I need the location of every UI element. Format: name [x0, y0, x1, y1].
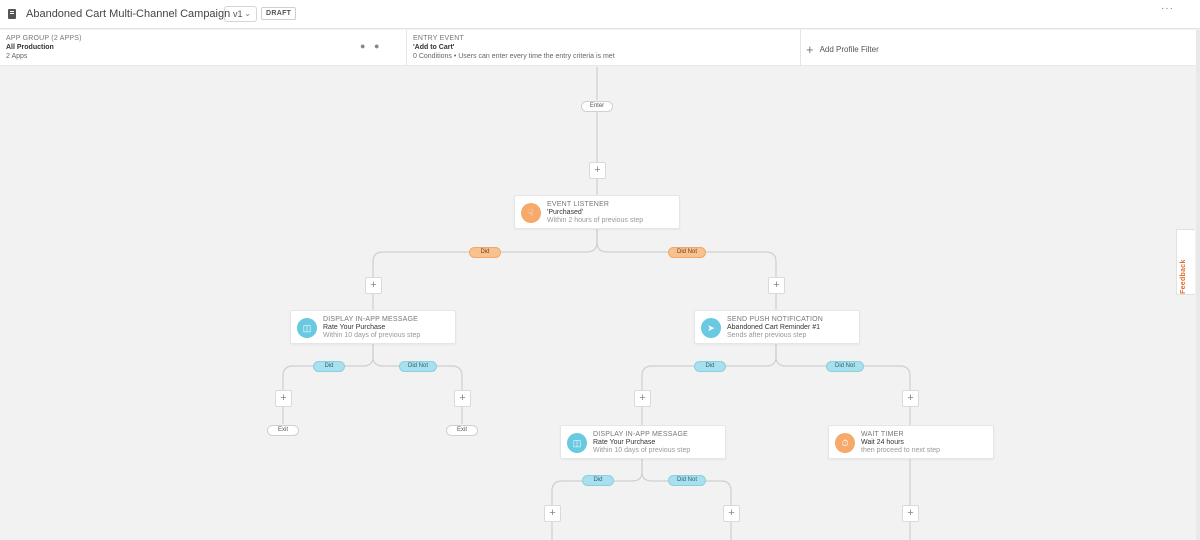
android-icon: ●: [360, 41, 366, 51]
top-bar: Abandoned Cart Multi-Channel Campaign v1…: [0, 0, 1200, 29]
connector-lines: [282, 67, 911, 540]
add-step-button[interactable]: +: [902, 505, 919, 522]
exit-node[interactable]: Exit: [267, 425, 299, 436]
node-name: Rate Your Purchase: [593, 439, 656, 446]
add-step-button[interactable]: +: [723, 505, 740, 522]
add-step-button[interactable]: +: [634, 390, 651, 407]
add-step-button[interactable]: +: [454, 390, 471, 407]
branch-did-not-label[interactable]: Did Not: [826, 361, 864, 372]
branch-did-label[interactable]: Did: [313, 361, 345, 372]
platform-icons: ● ●: [360, 42, 385, 51]
add-step-button[interactable]: +: [589, 162, 606, 179]
node-type: EVENT LISTENER: [547, 201, 610, 208]
add-step-button[interactable]: +: [365, 277, 382, 294]
app-group-value: All Production: [6, 44, 54, 51]
add-step-button[interactable]: +: [902, 390, 919, 407]
entry-event-conditions: 0 Conditions • Users can enter every tim…: [413, 53, 615, 60]
entry-event-label: ENTRY EVENT: [413, 35, 464, 42]
scrollbar[interactable]: [1196, 30, 1200, 540]
campaign-info-bar: APP GROUP (2 APPS) All Production 2 Apps…: [0, 30, 1196, 66]
node-description: Sends after previous step: [727, 332, 807, 339]
in-app-message-node[interactable]: ◫ DISPLAY IN-APP MESSAGE Rate Your Purch…: [290, 310, 456, 344]
branch-did-label[interactable]: Did: [694, 361, 726, 372]
plus-icon: +: [806, 42, 814, 57]
campaign-doc-icon: [8, 9, 16, 19]
node-description: Within 2 hours of previous step: [547, 217, 644, 224]
node-type: DISPLAY IN-APP MESSAGE: [323, 316, 419, 323]
app-group-section[interactable]: APP GROUP (2 APPS) All Production 2 Apps…: [0, 30, 407, 66]
node-name: Abandoned Cart Reminder #1: [727, 324, 821, 331]
add-step-button[interactable]: +: [768, 277, 785, 294]
push-notification-node[interactable]: ➤ SEND PUSH NOTIFICATION Abandoned Cart …: [694, 310, 860, 344]
app-group-count: 2 Apps: [6, 53, 28, 60]
entry-event-value: 'Add to Cart': [413, 44, 455, 51]
feedback-tab[interactable]: Feedback: [1176, 229, 1195, 295]
branch-did-not-label[interactable]: Did Not: [668, 475, 706, 486]
node-description: then proceed to next step: [861, 447, 940, 454]
apple-icon: ●: [373, 41, 380, 51]
app-group-label: APP GROUP (2 APPS): [6, 35, 82, 42]
node-name: 'Purchased': [547, 209, 584, 216]
add-profile-filter-label: Add Profile Filter: [819, 45, 879, 54]
node-type: WAIT TIMER: [861, 431, 904, 438]
enter-node[interactable]: Enter: [581, 101, 613, 112]
exit-node[interactable]: Exit: [446, 425, 478, 436]
version-value: v1: [233, 9, 243, 19]
wait-timer-node[interactable]: ⏱ WAIT TIMER Wait 24 hours then proceed …: [828, 425, 994, 459]
journey-canvas[interactable]: Enter + ☟ EVENT LISTENER 'Purchased' Wit…: [0, 67, 1196, 540]
touch-icon: ☟: [521, 203, 541, 223]
in-app-message-node[interactable]: ◫ DISPLAY IN-APP MESSAGE Rate Your Purch…: [560, 425, 726, 459]
status-badge: DRAFT: [261, 7, 297, 20]
timer-icon: ⏱: [835, 433, 855, 453]
entry-event-section[interactable]: ENTRY EVENT 'Add to Cart' 0 Conditions •…: [407, 30, 801, 66]
node-description: Within 10 days of previous step: [593, 447, 691, 454]
add-profile-filter-button[interactable]: + Add Profile Filter: [806, 42, 879, 57]
campaign-title: Abandoned Cart Multi-Channel Campaign: [26, 8, 231, 20]
more-horizontal-icon[interactable]: ···: [1161, 3, 1174, 14]
branch-did-label[interactable]: Did: [469, 247, 501, 258]
branch-did-label[interactable]: Did: [582, 475, 614, 486]
node-description: Within 10 days of previous step: [323, 332, 421, 339]
add-step-button[interactable]: +: [544, 505, 561, 522]
in-app-message-icon: ◫: [567, 433, 587, 453]
node-name: Rate Your Purchase: [323, 324, 386, 331]
chevron-down-icon: ⌄: [244, 9, 251, 18]
branch-did-not-label[interactable]: Did Not: [668, 247, 706, 258]
in-app-message-icon: ◫: [297, 318, 317, 338]
node-type: DISPLAY IN-APP MESSAGE: [593, 431, 689, 438]
add-step-button[interactable]: +: [275, 390, 292, 407]
send-icon: ➤: [701, 318, 721, 338]
branch-did-not-label[interactable]: Did Not: [399, 361, 437, 372]
node-name: Wait 24 hours: [861, 439, 904, 446]
version-select[interactable]: v1 ⌄: [224, 6, 257, 22]
feedback-label: Feedback: [1180, 259, 1187, 294]
node-type: SEND PUSH NOTIFICATION: [727, 316, 824, 323]
event-listener-node[interactable]: ☟ EVENT LISTENER 'Purchased' Within 2 ho…: [514, 195, 680, 229]
